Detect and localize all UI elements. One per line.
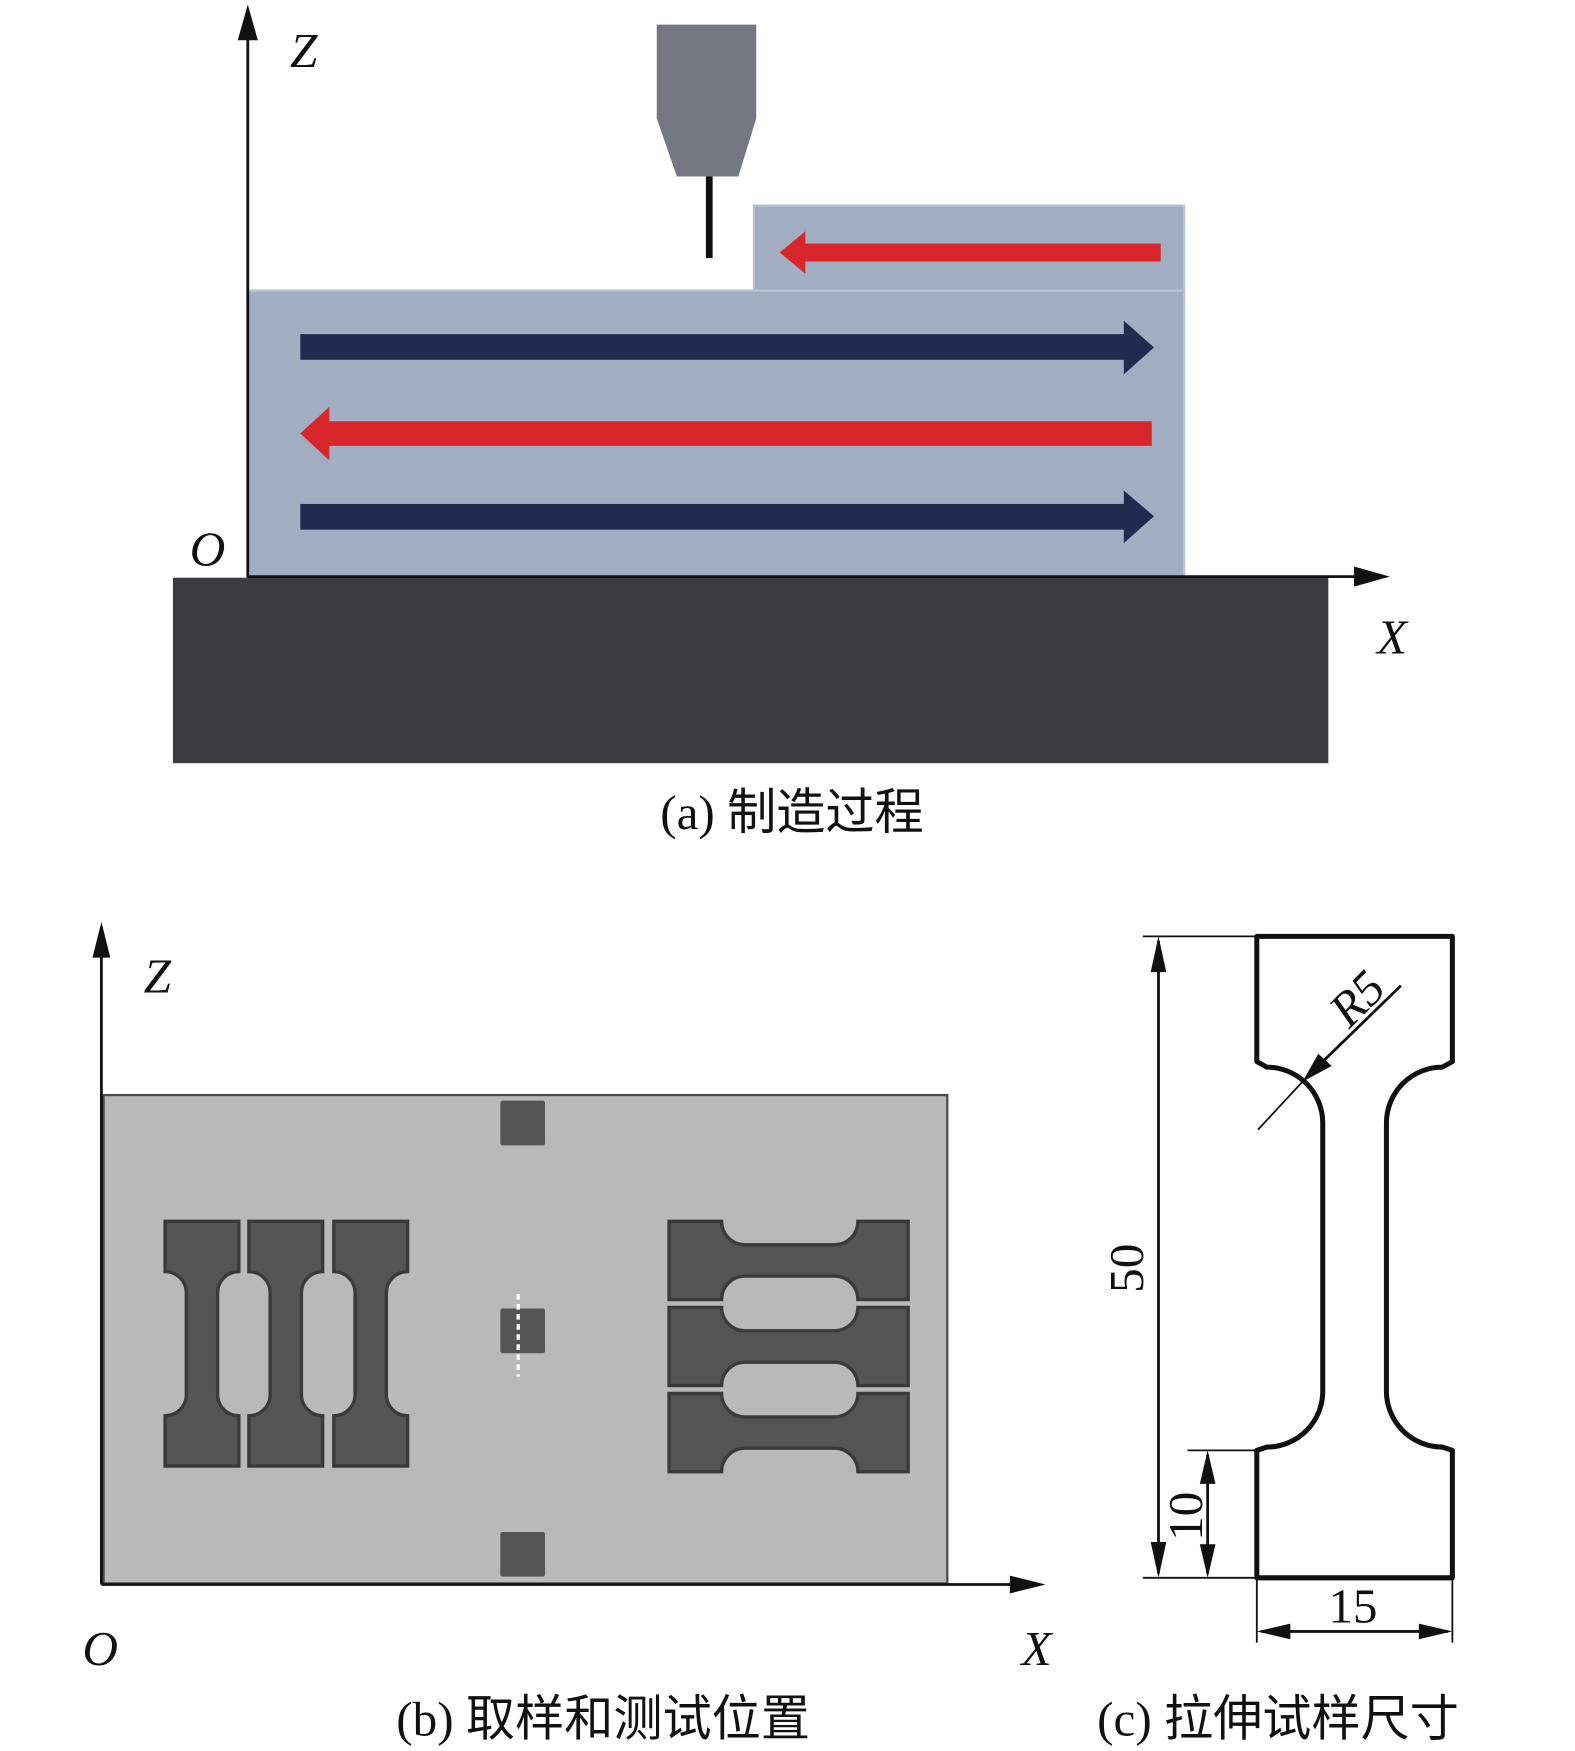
dimension-arrow-down-icon bbox=[1150, 1542, 1167, 1578]
origin-label: O bbox=[83, 1621, 119, 1676]
tensile-specimen-vertical-1-edge bbox=[163, 1219, 241, 1468]
x-axis-label: X bbox=[1375, 610, 1409, 665]
tensile-specimen-vertical-3 bbox=[333, 1221, 408, 1467]
dimension-fillet-radius: R5 bbox=[1257, 960, 1402, 1131]
tensile-specimen-vertical-1 bbox=[165, 1221, 239, 1467]
tensile-specimens-vertical-edges bbox=[163, 1219, 410, 1468]
tensile-specimens-vertical bbox=[165, 1221, 408, 1467]
layer-forward-arrow-bottom bbox=[300, 490, 1155, 544]
radius-leader-extension bbox=[1257, 1081, 1304, 1131]
z-axis-arrow-icon bbox=[237, 4, 258, 41]
tensile-specimen-vertical-2-edge bbox=[247, 1219, 325, 1468]
tensile-specimen-outline bbox=[1254, 933, 1455, 1581]
tensile-specimens-horizontal bbox=[669, 1221, 909, 1472]
dimension-width: 15 bbox=[1255, 1578, 1454, 1643]
radius-leader-line bbox=[1318, 984, 1402, 1066]
arrow-shaft bbox=[326, 421, 1152, 446]
dimension-arrow-left-icon bbox=[1256, 1623, 1291, 1640]
metallography-sample-top bbox=[500, 1100, 546, 1146]
caption-a: (a) 制造过程 bbox=[660, 785, 923, 840]
panel-a-manufacturing-process: Z O X (a) 制造过程 bbox=[172, 4, 1409, 840]
deposition-tool bbox=[656, 24, 757, 177]
caption-b: (b) 取样和测试位置 bbox=[396, 1691, 810, 1746]
arrow-head bbox=[300, 406, 330, 461]
layer-forward-arrow-top bbox=[300, 320, 1155, 375]
dimension-label-50: 50 bbox=[1099, 1244, 1154, 1293]
z-axis-arrow-icon bbox=[92, 921, 111, 958]
tensile-specimen-horizontal-2-edge bbox=[667, 1305, 910, 1388]
tensile-specimen-vertical-3-edge bbox=[332, 1219, 410, 1468]
tensile-specimen-vertical-2 bbox=[248, 1221, 323, 1467]
dimension-arrow-up-icon bbox=[1199, 1450, 1216, 1484]
metallography-samples bbox=[500, 1100, 546, 1577]
tensile-specimens-horizontal-edges bbox=[667, 1219, 910, 1474]
panel-c-tensile-specimen-dimensions: 50 10 15 R5 (c) 拉伸试样尺寸 bbox=[1097, 933, 1459, 1746]
caption-c: (c) 拉伸试样尺寸 bbox=[1097, 1691, 1459, 1746]
arrow-head bbox=[779, 231, 806, 274]
dimension-total-length: 50 bbox=[1099, 935, 1257, 1579]
dimension-arrow-down-icon bbox=[1199, 1544, 1216, 1578]
arrow-head bbox=[1123, 490, 1155, 544]
radius-label: R5 bbox=[1317, 960, 1395, 1038]
arrow-shaft bbox=[300, 503, 1128, 530]
dimension-arrow-right-icon bbox=[1418, 1623, 1453, 1640]
dimension-label-10: 10 bbox=[1158, 1492, 1213, 1541]
dimension-label-15: 15 bbox=[1328, 1578, 1377, 1633]
dimension-arrow-up-icon bbox=[1150, 936, 1167, 973]
z-axis-label: Z bbox=[144, 948, 172, 1003]
panel-b-sampling-locations: Z O X (b) 取样和测试位置 bbox=[83, 921, 1054, 1746]
tensile-specimen-horizontal-3-edge bbox=[667, 1391, 910, 1474]
tensile-specimen-horizontal-1-edge bbox=[667, 1219, 910, 1302]
origin-label: O bbox=[190, 521, 226, 576]
current-layer-reverse-arrow bbox=[779, 231, 1161, 274]
radius-arrow-icon bbox=[1302, 1053, 1332, 1082]
current-layer-block-edge bbox=[752, 204, 1186, 292]
z-axis-label: Z bbox=[290, 23, 318, 78]
metallography-sample-bottom bbox=[500, 1531, 546, 1577]
x-axis-label: X bbox=[1020, 1621, 1054, 1676]
arrow-head bbox=[1123, 320, 1155, 375]
dimension-grip-length: 10 bbox=[1158, 1449, 1257, 1578]
x-axis-arrow-icon bbox=[1354, 566, 1390, 587]
metallography-sample-middle bbox=[500, 1308, 546, 1354]
x-axis-arrow-icon bbox=[1009, 1575, 1046, 1594]
substrate-plate bbox=[172, 577, 1329, 764]
arrow-shaft bbox=[800, 243, 1161, 262]
layer-reverse-arrow-middle bbox=[300, 406, 1152, 461]
arrow-shaft bbox=[300, 334, 1128, 360]
